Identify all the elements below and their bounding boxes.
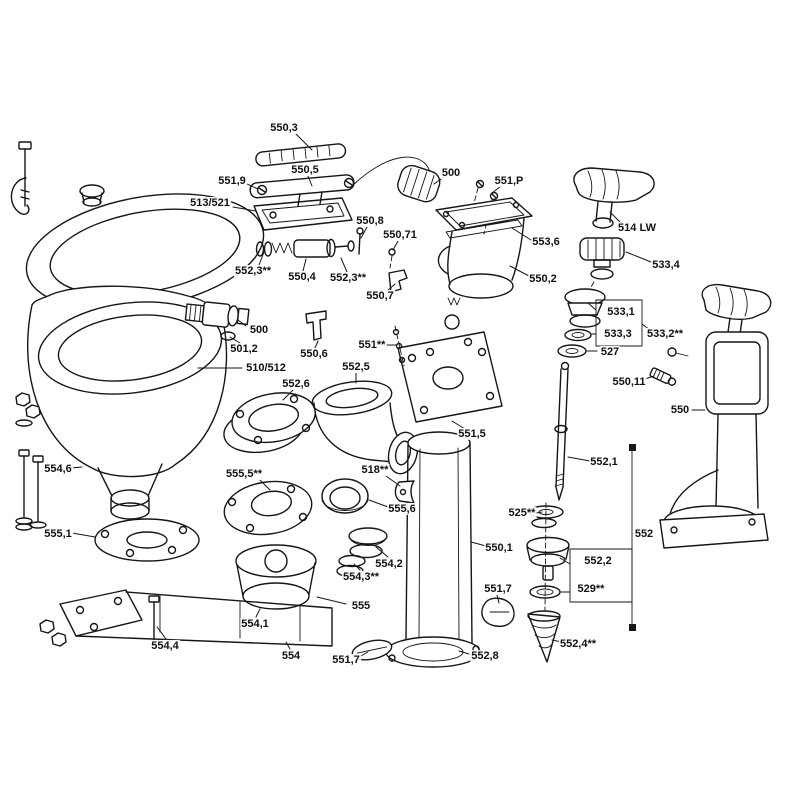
base-assembly xyxy=(39,589,333,647)
leader-lines xyxy=(70,133,706,658)
pump-socket xyxy=(235,544,317,610)
hinge-assembly xyxy=(249,143,431,231)
seat-lid-assembly xyxy=(25,184,265,311)
inlet-valve xyxy=(184,301,250,341)
group-bracket-552 xyxy=(629,444,636,631)
toilet-bowl xyxy=(26,285,228,535)
joker-flange xyxy=(223,392,316,454)
piston-rod xyxy=(554,361,570,501)
hose-fitting xyxy=(649,367,677,386)
valve-plate xyxy=(392,297,503,423)
pump-handle xyxy=(573,167,655,229)
piston-parts xyxy=(526,502,570,663)
pump-cap xyxy=(397,164,441,203)
seal-stack xyxy=(557,237,625,358)
complete-pump xyxy=(659,283,772,549)
base-plate-parts xyxy=(223,478,388,578)
bowl-base-flange xyxy=(94,518,200,562)
piston-link xyxy=(255,227,396,269)
discharge-elbow xyxy=(311,380,419,475)
pump-upper-housing xyxy=(435,197,533,299)
clip-and-bracket xyxy=(305,269,408,341)
left-fasteners xyxy=(10,141,47,531)
